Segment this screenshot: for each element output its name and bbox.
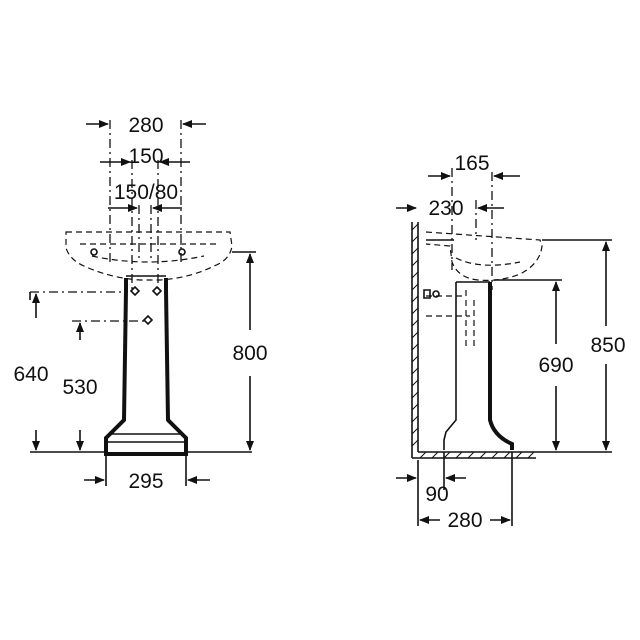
dim-side-690: 690 [494, 279, 574, 451]
side-floor [412, 451, 536, 459]
front-basin-outline [65, 231, 233, 281]
front-extension-lines [109, 120, 182, 290]
front-view: 280 150 150/80 640 530 [13, 114, 267, 493]
front-fixing-symbols [90, 248, 186, 326]
front-pedestal [104, 275, 188, 456]
dim-label-295: 295 [128, 470, 163, 493]
dim-front-150-80: 150/80 [108, 181, 182, 212]
dim-side-850: 850 [536, 239, 626, 453]
dim-front-800: 800 [232, 251, 268, 451]
side-extension-lines [451, 168, 493, 290]
side-wall [411, 222, 419, 458]
dim-label-850: 850 [590, 334, 625, 357]
dim-label-90: 90 [425, 483, 448, 506]
dim-front-530: 530 [62, 320, 146, 451]
side-pedestal [443, 281, 514, 450]
dim-front-280: 280 [86, 114, 206, 137]
dim-side-280: 280 [419, 452, 513, 532]
dim-front-640: 640 [13, 291, 128, 451]
dim-label-800: 800 [232, 342, 267, 365]
dim-label-150-80: 150/80 [114, 181, 178, 204]
dim-front-150: 150 [100, 145, 190, 168]
dim-front-295: 295 [84, 456, 210, 493]
dim-side-90: 90 [396, 452, 466, 526]
dim-label-165: 165 [454, 152, 489, 175]
side-view: 165 230 690 850 [396, 152, 626, 532]
dim-label-side-280: 280 [447, 509, 482, 532]
dim-label-530: 530 [62, 376, 97, 399]
dim-label-280: 280 [128, 114, 163, 137]
dim-label-150: 150 [128, 145, 163, 168]
dim-label-640: 640 [13, 363, 48, 386]
side-piping [423, 289, 475, 350]
dim-label-690: 690 [538, 354, 573, 377]
dim-side-165: 165 [428, 152, 520, 180]
dim-label-230: 230 [428, 197, 463, 220]
side-basin [425, 231, 543, 281]
dim-side-230: 230 [396, 197, 504, 240]
